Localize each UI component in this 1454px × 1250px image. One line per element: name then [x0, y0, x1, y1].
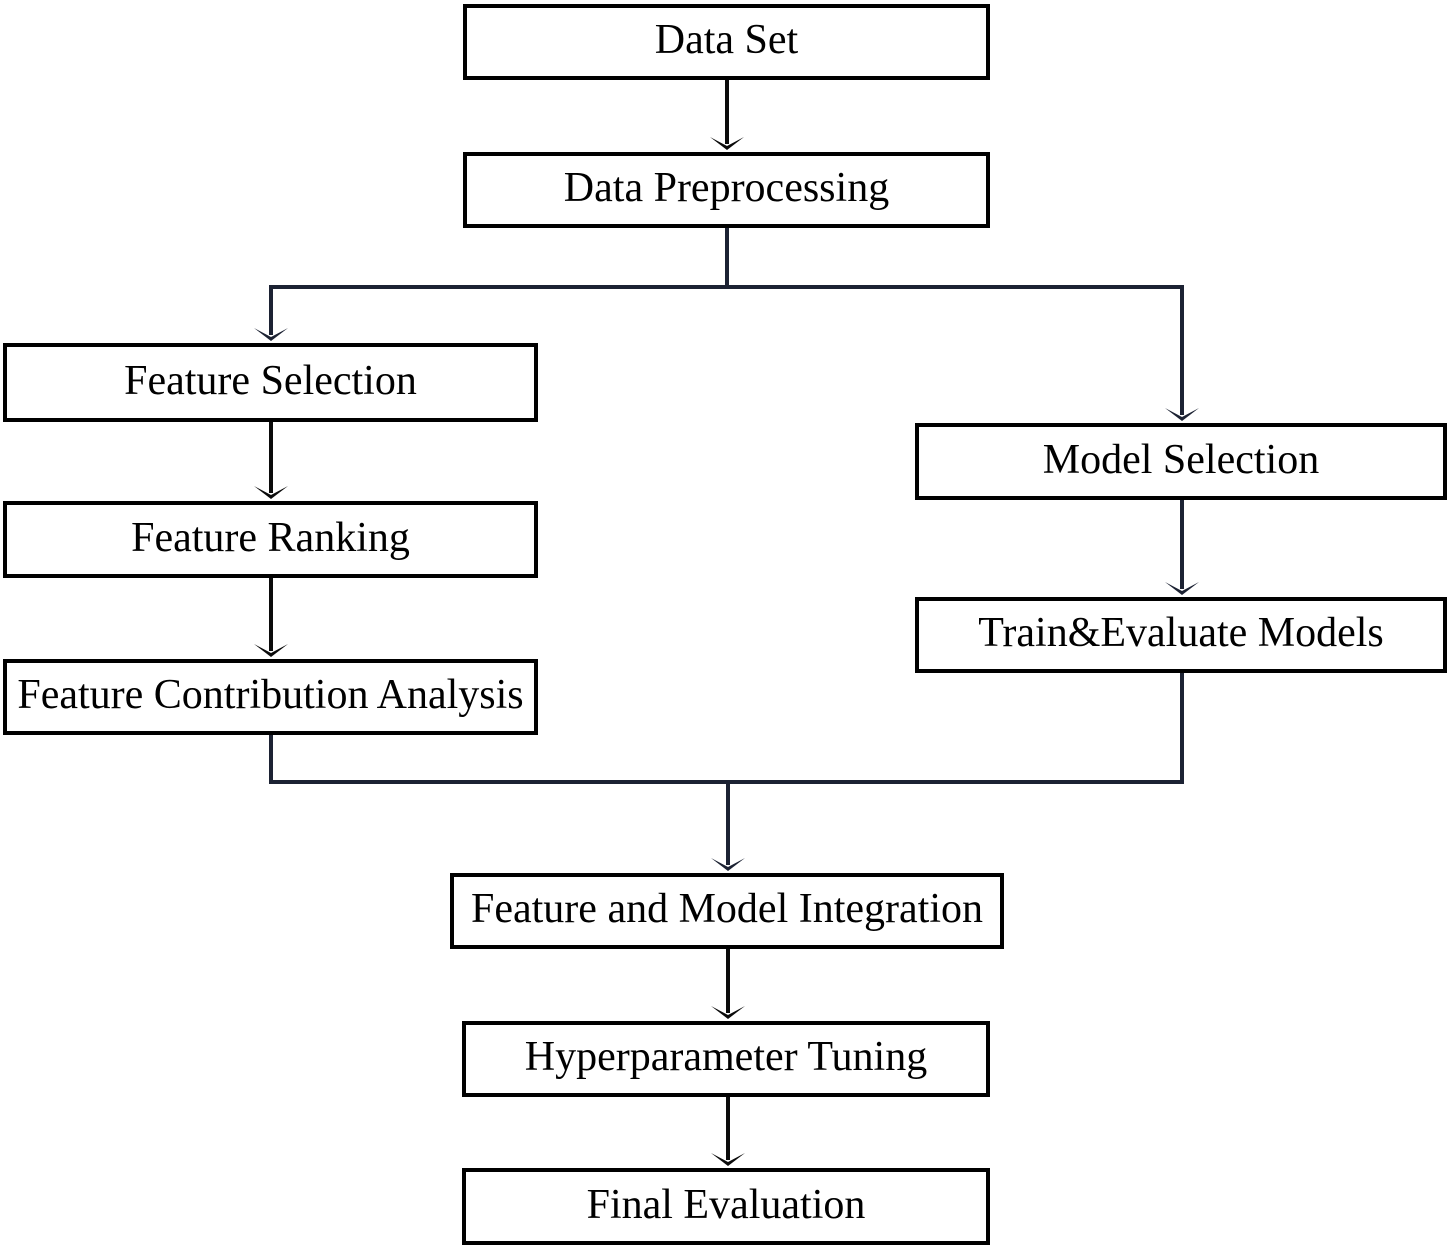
node-data-set: Data Set — [463, 4, 990, 80]
arrowhead-into-train-evaluate — [1165, 582, 1199, 595]
arrowhead-into-preprocessing — [710, 137, 744, 150]
node-feature-contribution-analysis-label: Feature Contribution Analysis — [17, 672, 524, 718]
arrowhead-into-feature-contribution — [254, 644, 288, 657]
arrowhead-into-feature-ranking — [254, 486, 288, 499]
node-train-evaluate-models: Train&Evaluate Models — [915, 597, 1447, 673]
arrowhead-into-feature-selection — [254, 328, 288, 341]
node-feature-contribution-analysis: Feature Contribution Analysis — [3, 659, 538, 735]
node-feature-model-integration: Feature and Model Integration — [450, 873, 1004, 949]
node-hyperparameter-tuning: Hyperparameter Tuning — [462, 1021, 990, 1097]
node-train-evaluate-models-label: Train&Evaluate Models — [978, 610, 1384, 656]
node-final-evaluation-label: Final Evaluation — [586, 1181, 866, 1228]
node-feature-ranking-label: Feature Ranking — [131, 514, 410, 561]
node-model-selection-label: Model Selection — [1042, 436, 1320, 483]
arrowhead-into-hyperparameter — [711, 1006, 745, 1019]
node-feature-ranking: Feature Ranking — [3, 501, 538, 578]
node-data-preprocessing-label: Data Preprocessing — [563, 165, 890, 211]
node-model-selection: Model Selection — [915, 423, 1447, 500]
node-final-evaluation: Final Evaluation — [462, 1168, 990, 1245]
node-data-preprocessing: Data Preprocessing — [463, 152, 990, 228]
node-hyperparameter-tuning-label: Hyperparameter Tuning — [524, 1034, 928, 1080]
node-data-set-label: Data Set — [654, 17, 799, 63]
arrowhead-into-integration — [711, 858, 745, 871]
arrowhead-into-model-selection — [1165, 408, 1199, 421]
arrowhead-into-final-evaluation — [711, 1153, 745, 1166]
node-feature-selection: Feature Selection — [3, 343, 538, 422]
node-feature-model-integration-label: Feature and Model Integration — [471, 886, 983, 932]
node-feature-selection-label: Feature Selection — [124, 357, 417, 404]
